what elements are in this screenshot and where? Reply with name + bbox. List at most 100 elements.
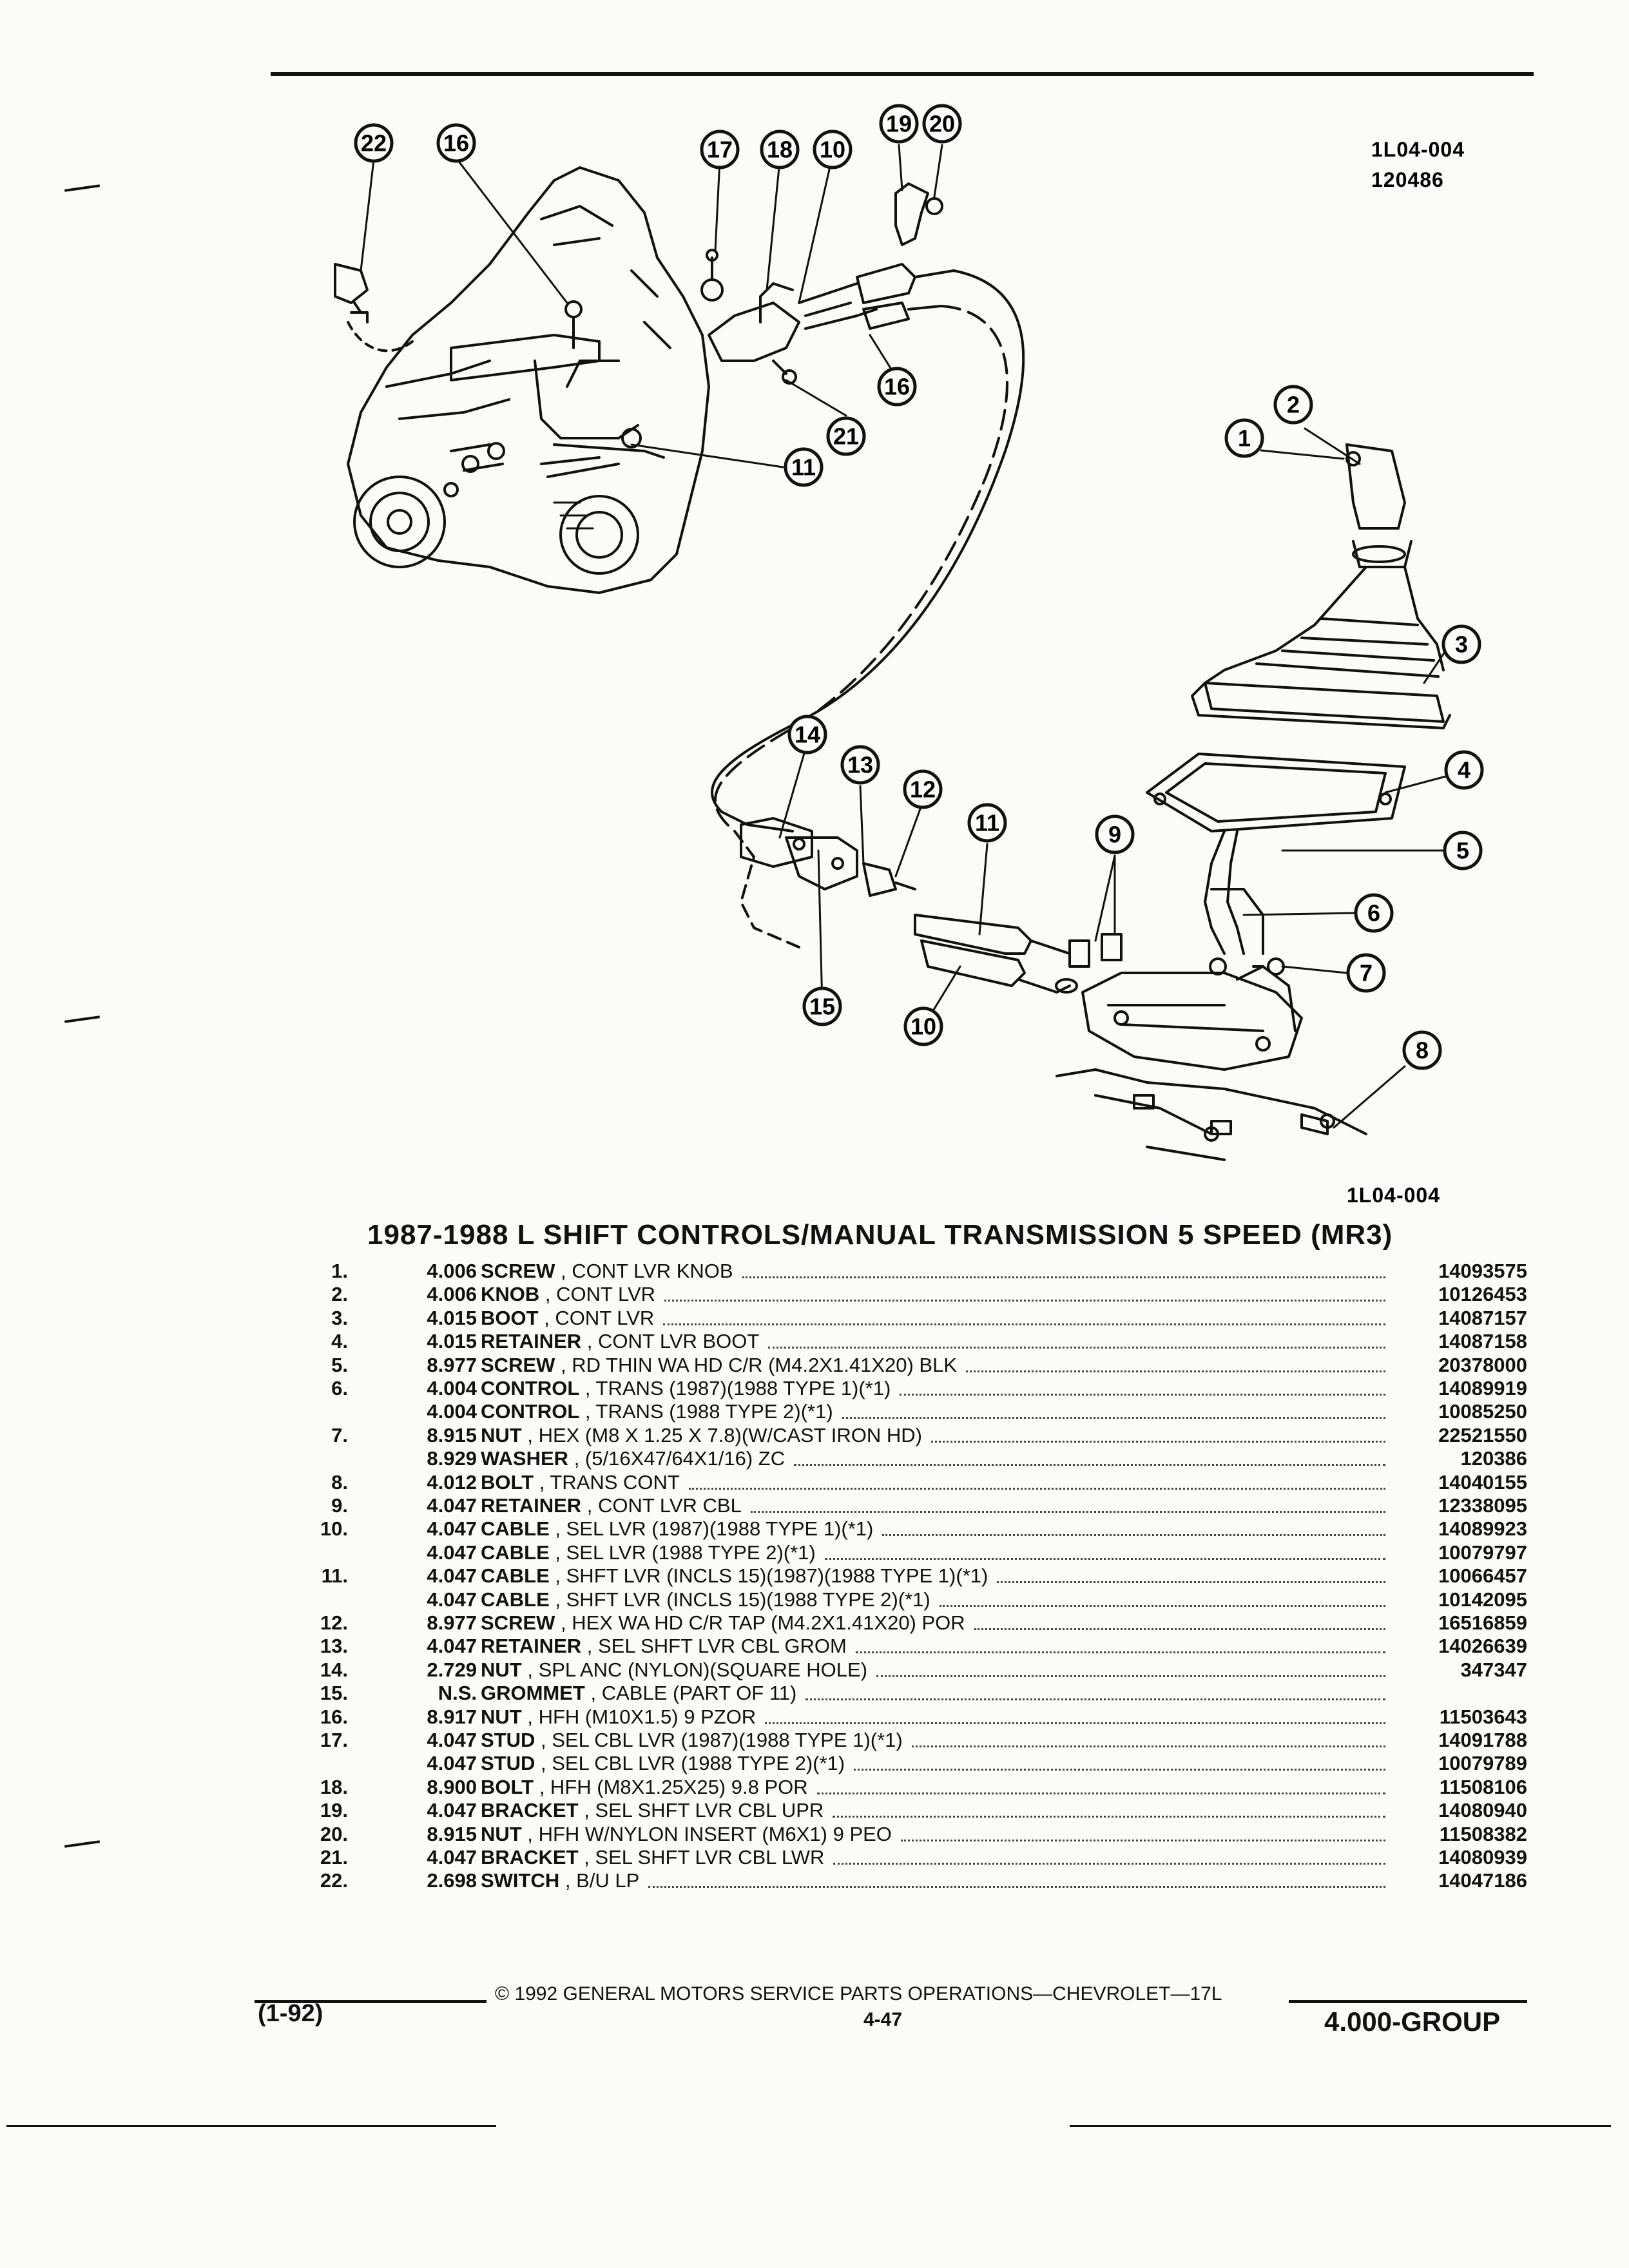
dot-leader <box>997 1580 1385 1584</box>
callout-label: 8 <box>1416 1037 1429 1064</box>
dot-leader <box>876 1674 1385 1677</box>
part-description: SWITCH , B/U LP <box>481 1869 639 1892</box>
diagram-code-bottom: 1L04-004 <box>1347 1184 1440 1207</box>
part-name: NUT <box>481 1705 522 1728</box>
part-description: RETAINER , CONT LVR BOOT <box>481 1330 759 1353</box>
part-name: BRACKET <box>481 1799 579 1822</box>
part-detail: , SEL SHFT LVR CBL UPR <box>584 1799 824 1822</box>
part-index: 4. <box>331 1330 348 1353</box>
part-index: 12. <box>320 1611 348 1634</box>
part-detail: , CABLE (PART OF 11) <box>590 1682 797 1705</box>
callout-label: 14 <box>795 722 820 748</box>
part-index: 9. <box>331 1494 348 1517</box>
callout-label: 10 <box>820 137 845 163</box>
part-description: SCREW , RD THIN WA HD C/R (M4.2X1.41X20)… <box>481 1354 957 1377</box>
callout-label: 4 <box>1458 757 1470 783</box>
dot-leader <box>825 1557 1385 1560</box>
part-name: RETAINER <box>481 1330 582 1353</box>
part-detail: , SHFT LVR (INCLS 15)(1987)(1988 TYPE 1)… <box>555 1564 988 1588</box>
part-number: 14091788 <box>1438 1729 1527 1751</box>
part-description: NUT , SPL ANC (NYLON)(SQUARE HOLE) <box>481 1658 867 1682</box>
part-number: 12338095 <box>1438 1494 1527 1517</box>
part-number: 22521550 <box>1438 1423 1527 1446</box>
callout-15: 15 <box>802 986 842 1026</box>
part-index: 10. <box>320 1517 348 1541</box>
part-detail: , HEX WA HD C/R TAP (M4.2X1.41X20) POR <box>561 1611 965 1634</box>
callout-18: 18 <box>760 130 800 169</box>
callout-17: 17 <box>700 130 740 169</box>
dot-leader <box>689 1486 1385 1490</box>
callout-1: 1 <box>1224 418 1264 458</box>
dot-leader <box>900 1392 1385 1396</box>
footer-rule-right <box>1289 2000 1527 2003</box>
bottom-rule <box>1070 2125 1611 2127</box>
callout-label: 11 <box>975 810 999 836</box>
callout-11: 11 <box>967 803 1007 843</box>
part-detail: , CONT LVR <box>545 1283 656 1306</box>
part-group: 8.900 <box>427 1775 477 1798</box>
part-description: STUD , SEL CBL LVR (1988 TYPE 2)(*1) <box>481 1752 845 1775</box>
part-group: 4.047 <box>427 1564 477 1588</box>
callout-7: 7 <box>1346 953 1386 993</box>
part-description: CABLE , SEL LVR (1987)(1988 TYPE 1)(*1) <box>481 1517 873 1541</box>
part-description: CABLE , SHFT LVR (INCLS 15)(1987)(1988 T… <box>481 1564 988 1588</box>
dot-leader <box>648 1885 1385 1888</box>
footer-group: 4.000-GROUP <box>1324 2006 1501 2037</box>
part-detail: , HFH W/NYLON INSERT (M6X1) 9 PEO <box>527 1822 892 1845</box>
callout-3: 3 <box>1441 624 1481 664</box>
shift-cables <box>711 269 1025 948</box>
part-number: 10085250 <box>1438 1400 1527 1423</box>
part-detail: , CONT LVR KNOB <box>561 1260 733 1282</box>
dot-leader <box>882 1533 1385 1537</box>
part-index: 7. <box>331 1423 348 1446</box>
part-index: 21. <box>320 1846 348 1869</box>
part-index: 22. <box>320 1869 348 1892</box>
part-row: 15.N.S.GROMMET , CABLE (PART OF 11) <box>303 1682 1527 1705</box>
part-description: RETAINER , CONT LVR CBL <box>481 1494 742 1517</box>
callout-label: 20 <box>929 111 955 137</box>
part-name: BOOT <box>481 1306 539 1329</box>
part-detail: , (5/16X47/64X1/16) ZC <box>574 1447 786 1470</box>
part-description: BOOT , CONT LVR <box>481 1307 654 1330</box>
dot-leader <box>940 1604 1385 1607</box>
part-description: WASHER , (5/16X47/64X1/16) ZC <box>481 1447 785 1470</box>
footer-copyright: © 1992 GENERAL MOTORS SERVICE PARTS OPER… <box>495 1983 1222 2004</box>
part-index: 17. <box>320 1729 348 1751</box>
callout-9: 9 <box>1095 814 1135 854</box>
part-group: N.S. <box>438 1682 477 1705</box>
part-index: 8. <box>331 1470 348 1494</box>
part-group: 8.917 <box>427 1705 477 1728</box>
part-index: 13. <box>320 1635 348 1658</box>
part-index: 15. <box>320 1682 348 1705</box>
dot-leader <box>805 1697 1385 1701</box>
part-description: SCREW , CONT LVR KNOB <box>481 1260 733 1283</box>
part-number: 14087158 <box>1438 1330 1527 1353</box>
footer-page-number: 4-47 <box>863 2009 903 2030</box>
part-index: 6. <box>331 1377 348 1399</box>
callout-14: 14 <box>787 715 827 754</box>
part-detail: , SEL LVR (1987)(1988 TYPE 1)(*1) <box>555 1517 874 1541</box>
part-name: KNOB <box>481 1283 540 1306</box>
top-rule <box>271 72 1534 76</box>
part-index: 11. <box>321 1564 348 1588</box>
part-name: STUD <box>481 1752 535 1775</box>
callout-label: 22 <box>361 130 387 157</box>
callout-label: 1 <box>1238 425 1251 452</box>
part-group: 8.977 <box>427 1353 477 1376</box>
part-detail: , SPL ANC (NYLON)(SQUARE HOLE) <box>527 1658 868 1681</box>
part-description: CONTROL , TRANS (1988 TYPE 2)(*1) <box>481 1400 833 1423</box>
upper-bracket-assembly <box>700 182 955 385</box>
part-number: 120386 <box>1460 1447 1527 1470</box>
callout-label: 5 <box>1456 838 1469 864</box>
part-number: 11503643 <box>1439 1705 1527 1728</box>
part-number: 14089919 <box>1438 1377 1527 1399</box>
part-number: 10126453 <box>1438 1283 1527 1306</box>
